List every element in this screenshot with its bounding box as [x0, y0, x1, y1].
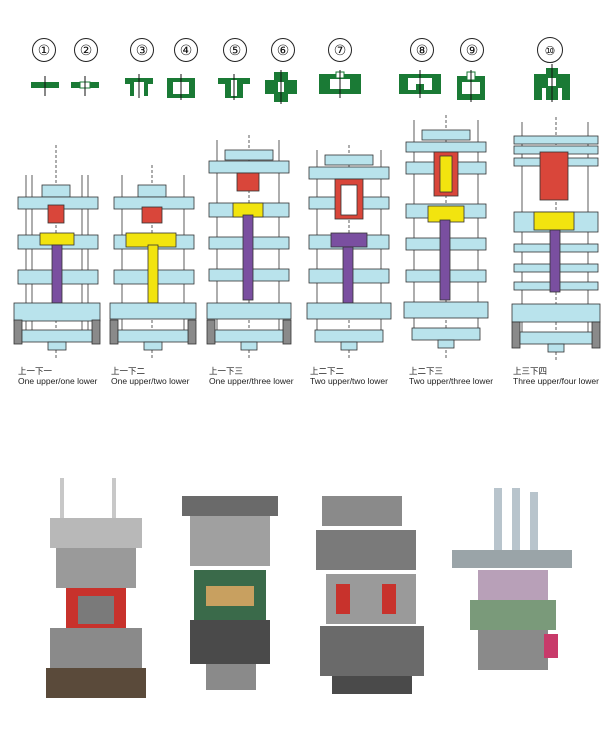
- mold-number-9: ⑨: [460, 38, 484, 62]
- caption-4-en: Two upper/two lower: [310, 376, 388, 386]
- caption-6-cn: 上三下四: [513, 366, 548, 376]
- mold-number-4: ④: [174, 38, 198, 62]
- machine-photo-3: [316, 496, 424, 694]
- mold-number-3: ③: [130, 38, 154, 62]
- caption-4-cn: 上二下二: [310, 366, 345, 376]
- mold-number-5: ⑤: [223, 38, 247, 62]
- caption-1-cn: 上一下一: [18, 366, 53, 376]
- caption-5-en: Two upper/three lower: [409, 376, 494, 386]
- caption-6-en: Three upper/four lower: [513, 376, 599, 386]
- caption-1: 上一下一 One upper/one lower: [18, 366, 97, 386]
- layout-diagram-2: [109, 165, 197, 360]
- layout-diagram-1: [13, 145, 101, 360]
- layout-diagram-6: [511, 117, 601, 362]
- layout-diagram-5: [403, 115, 489, 360]
- caption-4: 上二下二 Two upper/two lower: [310, 366, 388, 386]
- layout-diagram-4: [306, 145, 392, 360]
- machine-photo-2: [182, 496, 278, 690]
- layout-diagram-3: [206, 135, 292, 360]
- mold-number-7: ⑦: [328, 38, 352, 62]
- caption-5-cn: 上二下三: [409, 366, 444, 376]
- mold-shape-8-icon: [399, 70, 441, 98]
- mold-shape-6-icon: [265, 70, 297, 104]
- caption-6: 上三下四 Three upper/four lower: [513, 366, 599, 386]
- mold-number-8: ⑧: [410, 38, 434, 62]
- caption-5: 上二下三 Two upper/three lower: [409, 366, 493, 386]
- caption-3-en: One upper/three lower: [209, 376, 294, 386]
- mold-number-2: ②: [74, 38, 98, 62]
- caption-3-cn: 上一下三: [209, 366, 244, 376]
- caption-1-en: One upper/one lower: [18, 376, 98, 386]
- mold-shape-10-icon: [534, 64, 570, 102]
- machine-photo-4: [452, 488, 572, 670]
- mold-shape-5-icon: [218, 74, 250, 100]
- mold-shape-3-icon: [125, 74, 153, 98]
- caption-2: 上一下二 One upper/two lower: [111, 366, 189, 386]
- mold-shape-9-icon: [457, 70, 485, 102]
- caption-2-en: One upper/two lower: [111, 376, 190, 386]
- mold-shape-7-icon: [319, 70, 361, 98]
- caption-2-cn: 上一下二: [111, 366, 146, 376]
- mold-shape-2-icon: [71, 76, 99, 96]
- mold-number-6: ⑥: [271, 38, 295, 62]
- mold-number-1: ①: [32, 38, 56, 62]
- mold-shape-1-icon: [31, 76, 59, 96]
- mold-number-10: ⑩: [537, 37, 563, 63]
- caption-3: 上一下三 One upper/three lower: [209, 366, 294, 386]
- mold-shape-4-icon: [167, 74, 195, 100]
- machine-photo-1: [46, 478, 146, 698]
